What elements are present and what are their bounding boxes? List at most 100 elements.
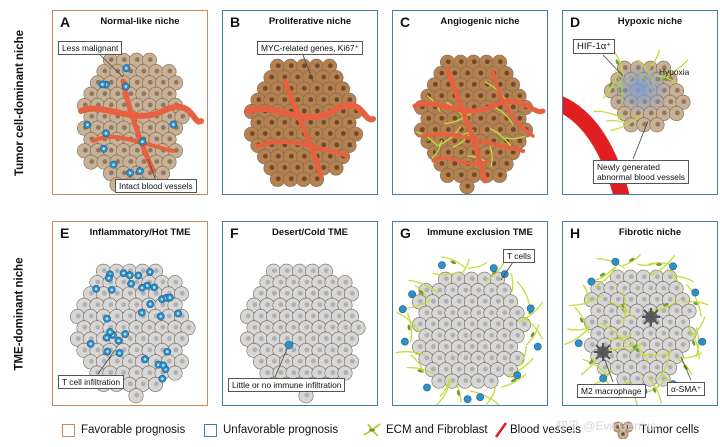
cell-nucleus [121,302,127,308]
cell-nucleus [140,336,146,341]
cell-nucleus [262,131,268,136]
cell-nucleus [661,285,667,291]
cell-nucleus [347,97,353,103]
t-cell-core [140,286,144,290]
cell-nucleus [166,358,172,364]
cell-nucleus [615,319,621,325]
cell-nucleus [108,102,114,108]
cell-nucleus [609,353,615,359]
cell-nucleus [641,274,647,280]
panel-letter: H [570,225,581,241]
cell-nucleus [121,370,127,375]
cell-nucleus [317,347,323,353]
cell-nucleus [628,296,634,302]
cell-nucleus [343,324,349,330]
panel-c-illustration [412,54,546,194]
cell-nucleus [452,115,458,121]
cell-nucleus [450,287,456,293]
tumor-cluster [243,58,364,187]
cell-nucleus [628,274,634,280]
callout-alpha-sma: α-SMA⁺ [667,382,706,397]
cell-nucleus [463,355,469,361]
cell-nucleus [115,91,121,97]
panel-a-illustration [76,49,204,193]
t-cell [489,264,498,273]
cell-nucleus [323,336,329,341]
cell-nucleus [323,358,329,364]
panel-letter: D [570,14,581,30]
cell-nucleus [252,347,258,353]
cell-nucleus [443,321,449,327]
ecm-fiber [607,300,636,319]
cell-nucleus [134,302,140,308]
cell-nucleus [304,347,310,353]
cell-nucleus [450,332,456,338]
cell-nucleus [88,313,94,319]
cell-nucleus [497,172,503,178]
cell-nucleus [153,268,159,274]
ecm-fiber [485,385,497,405]
cell-nucleus [301,108,307,114]
cell-nucleus [602,364,608,370]
fibroblast [579,317,584,323]
callout-t-cell-infiltration: T cell infiltration [58,375,125,390]
t-cell [599,374,608,383]
cell-nucleus [262,153,268,159]
cell-nucleus [443,276,449,282]
ecm-fiber [455,383,462,403]
cell-nucleus [147,79,153,85]
cell-nucleus [147,370,153,375]
t-cell-core [86,123,89,127]
cell-nucleus [347,119,353,125]
cell-nucleus [297,313,303,319]
cell-nucleus [295,97,301,103]
t-cell-core [168,296,172,299]
favorable-swatch [62,423,75,437]
cell-nucleus [661,330,667,336]
cell-nucleus [635,330,641,336]
panel-e-inflammatory-hot-tme: E Inflammatory/Hot TME T cell infiltrati… [52,221,208,406]
m2-macrophage [642,308,660,326]
cell-nucleus [314,108,320,114]
t-cell-core [128,171,132,175]
cell-nucleus [439,115,445,121]
t-cell [533,342,542,351]
cell-nucleus [321,142,327,148]
cell-nucleus [502,310,508,316]
cell-nucleus [108,147,114,153]
t-cell [587,277,596,286]
cell-nucleus [463,332,469,338]
cell-nucleus [667,364,673,370]
cell-nucleus [95,302,101,308]
cell-nucleus [482,366,488,372]
ecm-fiber [414,284,429,300]
cell-nucleus [508,321,514,327]
t-cell-core [112,163,115,166]
cell-nucleus [95,125,101,130]
t-cell [476,393,485,401]
cell-nucleus [497,127,503,132]
cell-nucleus [297,268,303,274]
cell-nucleus [310,290,316,296]
ecm-fiber [406,367,435,375]
cell-nucleus [140,381,146,387]
cell-nucleus [291,279,297,285]
cell-nucleus [121,170,127,176]
cell-nucleus [680,296,686,302]
cell-nucleus [297,290,303,296]
blood-vessel [421,131,525,153]
cell-nucleus [271,290,277,296]
cell-nucleus [147,147,153,153]
cell-nucleus [167,136,173,142]
cell-nucleus [334,74,340,80]
cell-nucleus [128,91,134,97]
cell-nucleus [269,97,275,103]
hypoxia-cloud [611,63,671,115]
cell-nucleus [301,63,307,69]
ecm-fiber [599,322,627,345]
cell-nucleus [667,342,673,347]
cell-nucleus [284,268,290,274]
cell-nucleus [321,74,327,80]
ecm-fiber [647,262,671,266]
cell-nucleus [469,366,475,372]
